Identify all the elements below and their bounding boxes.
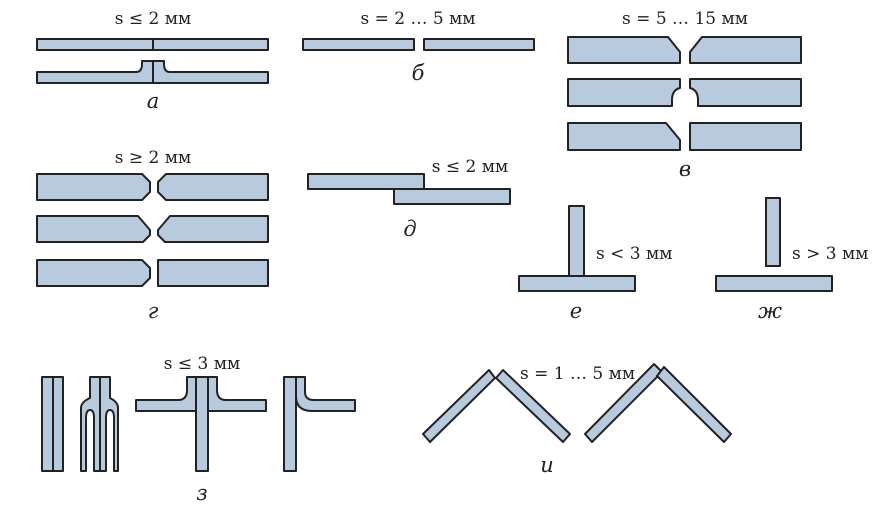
joint-e: s < 3 мм е	[518, 205, 672, 323]
joint-a-thickness: s ≤ 2 мм	[115, 9, 191, 29]
joint-v: s = 5 … 15 мм в	[567, 9, 802, 181]
joint-zh-label: ж	[758, 299, 782, 323]
joint-z: s ≤ 3 мм з	[41, 354, 356, 505]
joint-zh: s > 3 мм ж	[715, 197, 868, 323]
joint-g-label: г	[148, 299, 159, 323]
joint-a-label: а	[147, 89, 160, 113]
joint-e-thickness: s < 3 мм	[596, 244, 672, 264]
joint-e-label: е	[570, 299, 582, 323]
joint-d-thickness: s ≤ 2 мм	[432, 157, 508, 177]
joint-v-label: в	[679, 157, 691, 181]
joint-zh-thickness: s > 3 мм	[792, 244, 868, 264]
joint-g: s ≥ 2 мм г	[36, 148, 269, 323]
joint-i-thickness: s = 1 … 5 мм	[520, 364, 635, 384]
joint-b: s = 2 … 5 мм б	[302, 9, 535, 85]
joint-g-thickness: s ≥ 2 мм	[115, 148, 191, 168]
joint-d-label: д	[403, 217, 416, 241]
joint-a: s ≤ 2 мм а	[36, 9, 269, 113]
joint-v-thickness: s = 5 … 15 мм	[622, 9, 748, 29]
joint-z-thickness: s ≤ 3 мм	[164, 354, 240, 374]
joint-i: s = 1 … 5 мм и	[422, 363, 732, 477]
joint-b-thickness: s = 2 … 5 мм	[360, 9, 475, 29]
joint-i-label: и	[540, 453, 554, 477]
joint-z-label: з	[196, 481, 207, 505]
joint-d: s ≤ 2 мм д	[307, 157, 511, 241]
joint-b-label: б	[412, 61, 425, 85]
